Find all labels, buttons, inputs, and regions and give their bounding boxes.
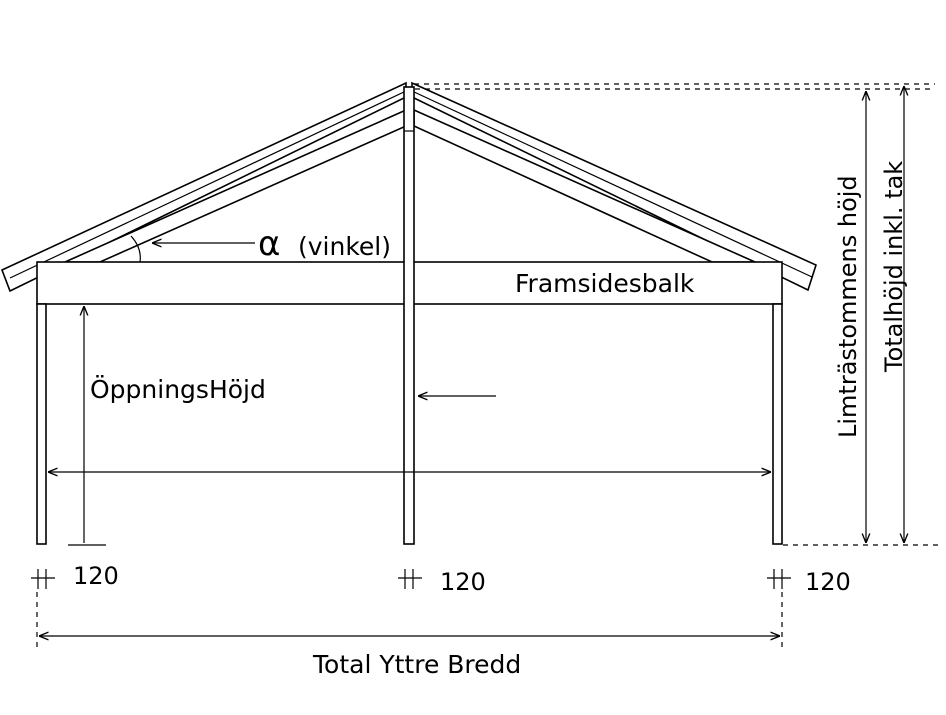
post-left: [36, 303, 47, 545]
post-center: [403, 86, 415, 545]
post-size-ticks: [31, 569, 791, 589]
total-width-label: Total Yttre Bredd: [312, 650, 521, 679]
wall-plate-height-label: Limträstommens höjd: [834, 175, 862, 438]
post-size-center: 120: [440, 568, 486, 596]
opening-height-label: ÖppningsHöjd: [90, 375, 266, 404]
height-reference-lines: [414, 83, 940, 546]
angle-symbol: α: [258, 224, 280, 264]
post-size-right: 120: [805, 568, 851, 596]
total-width-dimension: [36, 592, 783, 652]
angle-indicator: [130, 235, 255, 263]
post-right: [772, 303, 783, 545]
total-height-label: Totalhöjd inkl. tak: [880, 161, 908, 373]
angle-label: (vinkel): [298, 232, 391, 261]
roof-right-slope: [411, 81, 817, 292]
opening-height-dimension: [68, 306, 106, 546]
front-beam-label: Framsidesbalk: [515, 269, 695, 298]
post-size-left: 120: [73, 562, 119, 590]
